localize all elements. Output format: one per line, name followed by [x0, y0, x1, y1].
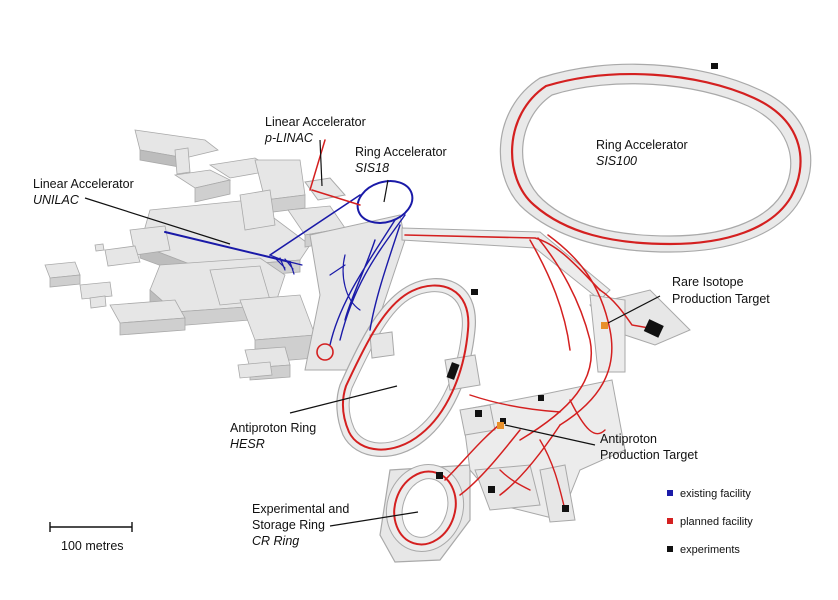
experiment-cave — [459, 404, 496, 436]
scale-bar-label: 100 metres — [61, 539, 124, 553]
rare-isotope-line — [599, 289, 661, 331]
antiproton-target-marker — [497, 422, 504, 429]
scale-bar: 100 metres — [49, 522, 133, 553]
label-sis18-line1: Ring Accelerator — [355, 145, 447, 159]
label-sis100-line1: Ring Accelerator — [596, 138, 688, 152]
legend-planned-swatch — [667, 518, 673, 524]
building — [94, 243, 105, 252]
leader-lines — [84, 139, 661, 527]
building — [174, 147, 191, 175]
sis100-inner-area — [522, 83, 792, 237]
building — [89, 295, 107, 309]
sis18-ring — [356, 180, 414, 224]
label-rare-isotope-line1: Rare Isotope — [672, 275, 744, 289]
leader-sis18 — [383, 179, 389, 203]
label-cr-line1: Experimental and — [252, 502, 349, 516]
leader-cr-ring — [329, 511, 419, 527]
label-hesr-line1: Antiproton Ring — [230, 421, 316, 435]
building — [79, 281, 113, 300]
sis100-extraction-lines — [519, 234, 613, 441]
sis18-extraction-lines — [329, 214, 406, 346]
label-unilac-line2: UNILAC — [33, 193, 80, 207]
label-hesr-line2: HESR — [230, 437, 265, 451]
planned-facility-beamlines — [309, 72, 802, 546]
label-cr-line2: Storage Ring — [252, 518, 325, 532]
leader-unilac — [84, 197, 231, 245]
label-plinac-line2: p-LINAC — [264, 131, 314, 145]
experiment-marker — [471, 289, 478, 295]
sis100-ring — [510, 72, 802, 246]
experiment-marker — [488, 486, 495, 493]
hesr-injection-line — [469, 394, 561, 413]
leader-rare-isotope — [607, 295, 661, 324]
label-sis100-line2: SIS100 — [596, 154, 637, 168]
experiment-marker — [562, 505, 569, 512]
experiment-branch-lines — [499, 399, 606, 511]
plinac-to-sis18 — [311, 189, 361, 206]
experiment-marker — [475, 410, 482, 417]
label-cr-line3: CR Ring — [252, 534, 299, 548]
small-storage-ring — [316, 343, 334, 361]
hesr-arc-hall — [369, 331, 395, 359]
experiment-markers — [436, 63, 718, 512]
label-plinac-line1: Linear Accelerator — [265, 115, 366, 129]
legend-experiments-label: experiments — [680, 544, 740, 556]
rare-isotope-target-marker — [601, 322, 608, 329]
legend-experiments-swatch — [667, 546, 673, 552]
label-unilac-line1: Linear Accelerator — [33, 177, 134, 191]
hesr-ring — [341, 284, 470, 451]
building — [237, 361, 273, 379]
building — [239, 189, 276, 231]
experiment-marker — [538, 395, 544, 401]
experiment-marker — [436, 472, 443, 479]
building — [134, 129, 219, 159]
experiment-marker — [643, 319, 664, 338]
building-side — [119, 317, 186, 336]
plinac-line — [309, 139, 326, 191]
legend: existing facility planned facility exper… — [667, 488, 753, 556]
label-antiproton-target-line1: Antiproton — [600, 432, 657, 446]
labels: Linear Accelerator UNILAC Linear Acceler… — [33, 115, 770, 548]
leader-hesr — [289, 385, 398, 414]
label-rare-isotope-line2: Production Target — [672, 292, 770, 306]
experiment-marker — [500, 418, 506, 424]
existing-campus-buildings — [44, 129, 346, 381]
experiment-marker — [711, 63, 718, 69]
experiment-marker — [446, 362, 460, 380]
legend-existing-label: existing facility — [680, 488, 751, 500]
experiment-cave — [474, 464, 541, 511]
legend-existing-swatch — [667, 490, 673, 496]
cr-inner-area — [401, 478, 449, 538]
building-side — [49, 274, 81, 288]
unilac-beamline — [164, 231, 291, 263]
leader-plinac — [319, 139, 323, 187]
label-sis18-line2: SIS18 — [355, 161, 389, 175]
sis18-branches — [329, 254, 361, 311]
unilac-branches — [269, 254, 303, 275]
super-frs-tunnel — [589, 294, 626, 373]
label-antiproton-target-line2: Production Target — [600, 448, 698, 462]
legend-planned-label: planned facility — [680, 516, 753, 528]
building — [239, 294, 316, 341]
leader-antiproton-target — [504, 424, 596, 446]
building-side — [194, 179, 231, 203]
building — [104, 245, 141, 267]
